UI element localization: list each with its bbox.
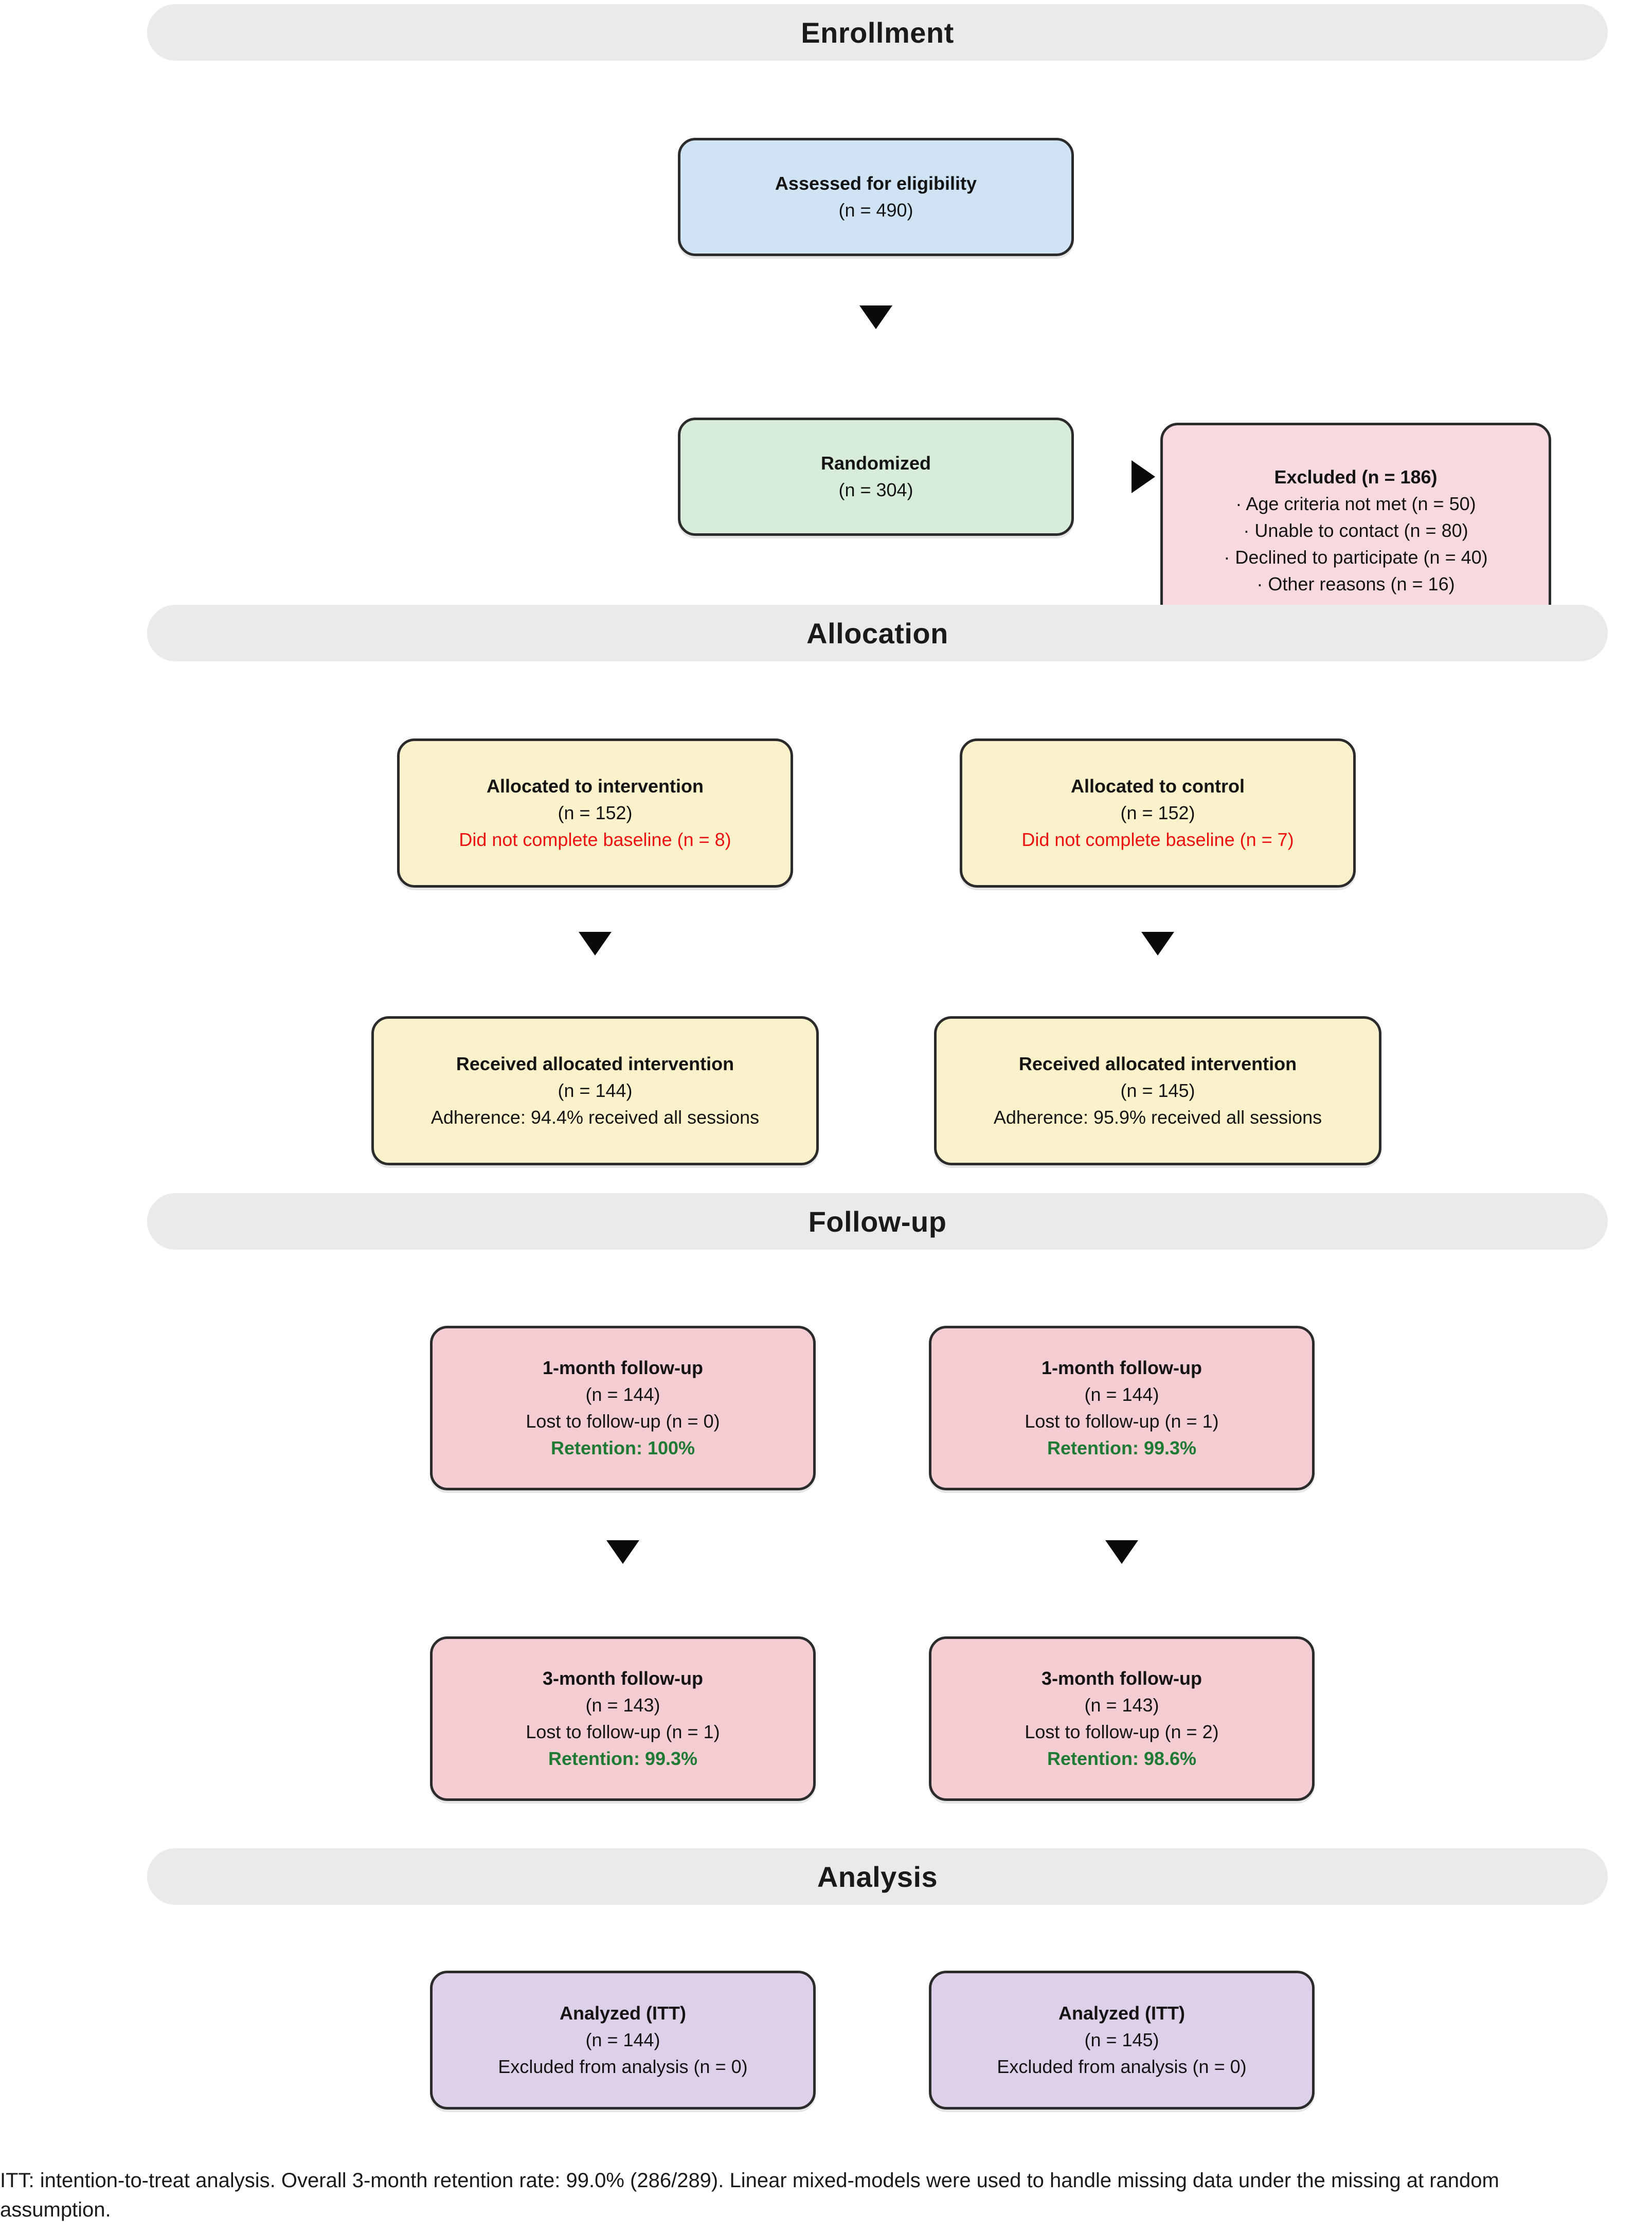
section-band-allocation: Allocation [147, 605, 1608, 661]
node-followup-3month-right-title: 3-month follow-up [1042, 1668, 1202, 1689]
node-allocated-intervention: Allocated to intervention (n = 152) Did … [397, 738, 793, 888]
node-followup-3month-right: 3-month follow-up (n = 143) Lost to foll… [929, 1636, 1315, 1801]
node-randomized: Randomized (n = 304) [678, 418, 1074, 536]
node-followup-1month-left-title: 1-month follow-up [543, 1357, 703, 1379]
node-analyzed-itt-right: Analyzed (ITT) (n = 145) Excluded from a… [929, 1971, 1315, 2110]
node-analyzed-itt-right-title: Analyzed (ITT) [1058, 2003, 1185, 2024]
node-allocated-intervention-note: Did not complete baseline (n = 8) [459, 828, 731, 850]
node-followup-1month-right-count: (n = 144) [1084, 1384, 1159, 1405]
arrow-alloc-control-to-received [1141, 932, 1174, 956]
node-followup-3month-right-retention: Retention: 98.6% [1047, 1747, 1197, 1769]
figure-footnote: ITT: intention-to-treat analysis. Overal… [0, 2169, 1499, 2221]
node-randomized-title: Randomized [820, 453, 931, 474]
node-excluded-reason-age: · Age criteria not met (n = 50) [1235, 493, 1476, 515]
arrow-randomized-to-excluded [1132, 460, 1155, 493]
node-followup-3month-right-lost: Lost to follow-up (n = 2) [1025, 1721, 1219, 1742]
node-allocated-intervention-title: Allocated to intervention [486, 776, 704, 797]
node-followup-3month-left-retention: Retention: 99.3% [548, 1747, 698, 1769]
section-band-followup-label: Follow-up [808, 1205, 947, 1238]
node-followup-1month-left-lost: Lost to follow-up (n = 0) [526, 1411, 720, 1432]
node-allocated-intervention-count: (n = 152) [558, 802, 633, 824]
node-received-intervention-right-count: (n = 145) [1120, 1080, 1195, 1102]
node-analyzed-itt-left-count: (n = 144) [585, 2029, 660, 2051]
node-received-intervention-right-adherence: Adherence: 95.9% received all sessions [993, 1106, 1322, 1128]
node-followup-1month-right-retention: Retention: 99.3% [1047, 1437, 1197, 1458]
section-band-enrollment: Enrollment [147, 4, 1608, 61]
node-assessed-for-eligibility: Assessed for eligibility (n = 490) [678, 138, 1074, 256]
node-followup-1month-right: 1-month follow-up (n = 144) Lost to foll… [929, 1326, 1315, 1490]
node-analyzed-itt-right-excluded: Excluded from analysis (n = 0) [997, 2056, 1247, 2077]
node-followup-1month-right-title: 1-month follow-up [1042, 1357, 1202, 1379]
node-excluded-reason-other: · Other reasons (n = 16) [1256, 573, 1455, 594]
section-band-followup: Follow-up [147, 1193, 1608, 1250]
arrow-followup-1month-to-3month-right [1105, 1540, 1138, 1564]
node-followup-1month-left-retention: Retention: 100% [550, 1437, 695, 1458]
section-band-allocation-label: Allocation [806, 617, 948, 650]
node-received-intervention-left-count: (n = 144) [558, 1080, 633, 1102]
node-followup-3month-left-count: (n = 143) [585, 1695, 660, 1716]
node-analyzed-itt-left-excluded: Excluded from analysis (n = 0) [498, 2056, 748, 2077]
node-analyzed-itt-left-title: Analyzed (ITT) [559, 2003, 686, 2024]
section-band-enrollment-label: Enrollment [801, 16, 954, 49]
node-followup-3month-left-lost: Lost to follow-up (n = 1) [526, 1721, 720, 1742]
node-excluded-reason-contact: · Unable to contact (n = 80) [1243, 520, 1468, 542]
node-followup-1month-left-count: (n = 144) [585, 1384, 660, 1405]
node-followup-1month-left: 1-month follow-up (n = 144) Lost to foll… [430, 1326, 816, 1490]
section-band-analysis-label: Analysis [817, 1860, 938, 1893]
node-allocated-control-note: Did not complete baseline (n = 7) [1021, 828, 1294, 850]
node-analyzed-itt-right-count: (n = 145) [1084, 2029, 1159, 2051]
node-allocated-control: Allocated to control (n = 152) Did not c… [960, 738, 1356, 888]
node-followup-3month-left: 3-month follow-up (n = 143) Lost to foll… [430, 1636, 816, 1801]
node-randomized-count: (n = 304) [838, 479, 913, 500]
node-excluded: Excluded (n = 186) · Age criteria not me… [1160, 423, 1551, 639]
node-received-intervention-right: Received allocated intervention (n = 145… [934, 1016, 1381, 1165]
node-followup-1month-right-lost: Lost to follow-up (n = 1) [1025, 1411, 1219, 1432]
node-assessed-count: (n = 490) [838, 200, 913, 221]
node-followup-3month-left-title: 3-month follow-up [543, 1668, 703, 1689]
node-excluded-reason-declined: · Declined to participate (n = 40) [1224, 546, 1488, 568]
node-excluded-title: Excluded (n = 186) [1274, 466, 1438, 488]
node-allocated-control-count: (n = 152) [1120, 802, 1195, 824]
node-assessed-title: Assessed for eligibility [775, 173, 977, 194]
arrow-assessed-to-randomized [859, 305, 892, 329]
node-received-intervention-left: Received allocated intervention (n = 144… [371, 1016, 819, 1165]
arrow-alloc-intervention-to-received [579, 932, 612, 956]
node-followup-3month-right-count: (n = 143) [1084, 1695, 1159, 1716]
node-allocated-control-title: Allocated to control [1070, 776, 1245, 797]
section-band-analysis: Analysis [147, 1848, 1608, 1905]
node-received-intervention-right-title: Received allocated intervention [1018, 1053, 1297, 1075]
node-received-intervention-left-adherence: Adherence: 94.4% received all sessions [430, 1106, 760, 1128]
arrow-followup-1month-to-3month-left [606, 1540, 639, 1564]
node-received-intervention-left-title: Received allocated intervention [456, 1053, 734, 1075]
node-analyzed-itt-left: Analyzed (ITT) (n = 144) Excluded from a… [430, 1971, 816, 2110]
